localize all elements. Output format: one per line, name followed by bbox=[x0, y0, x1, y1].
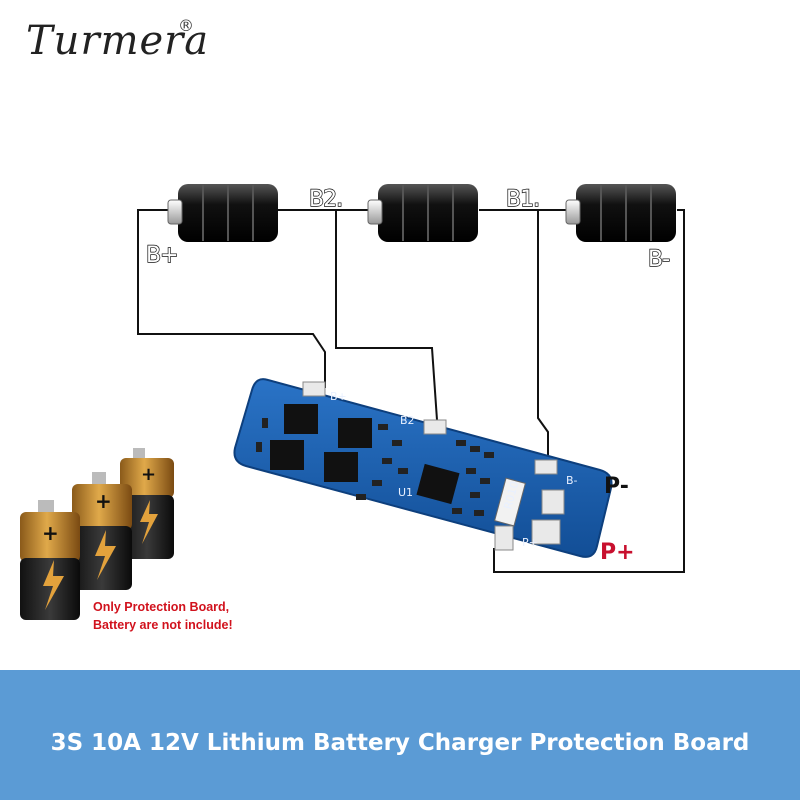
pad-b2 bbox=[423, 419, 447, 435]
silk-u1: U1 bbox=[398, 486, 413, 499]
wire-b1 bbox=[479, 209, 549, 460]
shunt-resistor bbox=[494, 477, 526, 527]
pad-p-plus bbox=[531, 519, 561, 545]
decorative-battery-3: + bbox=[120, 448, 174, 559]
pad-p-minus bbox=[494, 525, 514, 551]
svg-text:+: + bbox=[95, 489, 112, 513]
battery-cell-3 bbox=[565, 184, 676, 242]
pad-b1 bbox=[534, 459, 558, 475]
decorative-battery-1: + bbox=[20, 500, 80, 620]
note-line-1: Only Protection Board, bbox=[93, 600, 230, 614]
label-b-plus: B+ bbox=[146, 243, 178, 268]
svg-text:+: + bbox=[141, 464, 156, 485]
mosfet-4 bbox=[324, 452, 358, 482]
wire-b-minus bbox=[493, 209, 685, 573]
mosfet-1 bbox=[284, 404, 318, 434]
mosfet-2 bbox=[270, 440, 304, 470]
pad-b-minus bbox=[541, 489, 565, 515]
silk-b-plus: B+ bbox=[330, 390, 347, 403]
brand-logo: Turmera bbox=[26, 18, 209, 64]
battery-note: Only Protection Board, Battery are not i… bbox=[93, 598, 233, 634]
brand-name: Turmera bbox=[26, 18, 210, 64]
mosfet-3 bbox=[338, 418, 372, 448]
registered-mark: ® bbox=[178, 16, 194, 35]
silk-b-minus: B- bbox=[566, 474, 578, 487]
banner-title: 3S 10A 12V Lithium Battery Charger Prote… bbox=[50, 730, 750, 756]
note-line-2: Battery are not include! bbox=[93, 618, 233, 632]
title-banner bbox=[0, 670, 800, 800]
pad-b-plus bbox=[302, 381, 326, 397]
battery-cell-1 bbox=[167, 184, 278, 242]
label-b-minus: B- bbox=[648, 247, 669, 272]
battery-cell-2 bbox=[367, 184, 478, 242]
wire-b2 bbox=[278, 209, 438, 421]
decorative-battery-2: + bbox=[72, 472, 132, 590]
smd-components bbox=[256, 418, 494, 516]
label-b1: B1. bbox=[506, 187, 539, 212]
silk-p-plus: P+ bbox=[522, 536, 538, 549]
label-b2: B2. bbox=[309, 187, 342, 212]
protection-board: B+ B2 B- P+ R010 U1 bbox=[233, 378, 613, 558]
wire-b-plus bbox=[137, 209, 326, 388]
label-p-plus: P+ bbox=[600, 540, 635, 565]
label-p-minus: P- bbox=[604, 474, 629, 499]
svg-text:+: + bbox=[42, 521, 59, 545]
protection-ic bbox=[416, 463, 460, 505]
silk-b2: B2 bbox=[400, 414, 415, 427]
